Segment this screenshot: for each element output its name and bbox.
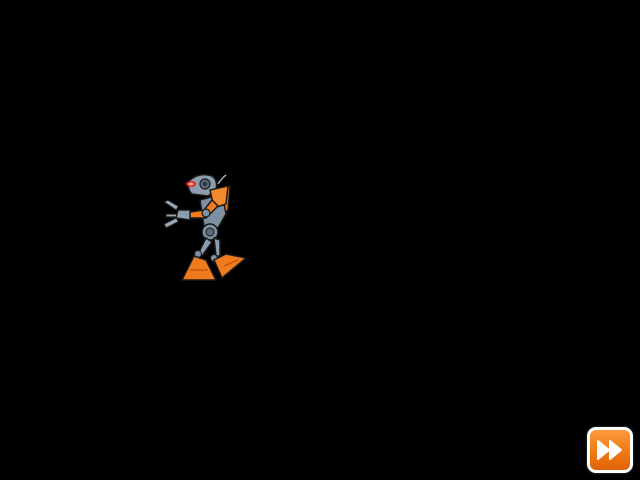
robot-character bbox=[162, 173, 248, 281]
skip-button-face bbox=[590, 430, 630, 470]
fast-forward-icon bbox=[597, 440, 622, 460]
skip-button[interactable] bbox=[587, 427, 633, 473]
